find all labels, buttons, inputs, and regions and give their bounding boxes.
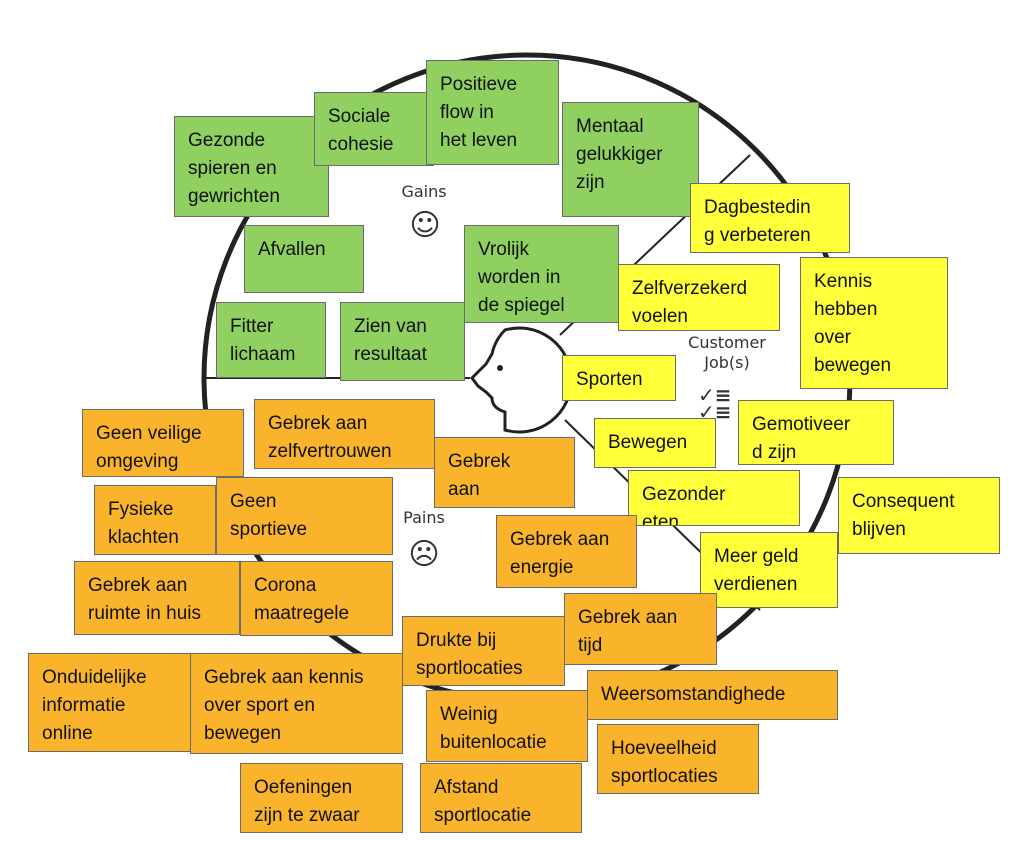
pain-note: Geen sportieve [216, 477, 393, 555]
customer-job-note: Dagbestedin g verbeteren [690, 183, 850, 253]
pain-note: Gebrek aan energie [496, 515, 637, 588]
gain-note: Mentaal gelukkiger zijn [562, 102, 699, 217]
customer-job-note: Meer geld verdienen [700, 532, 838, 608]
pain-note: Weersomstandighede [587, 670, 838, 720]
customer-job-note: Gezonder eten [628, 470, 800, 526]
customer-job-note: Zelfverzekerd voelen [618, 264, 780, 331]
pain-note: Oefeningen zijn te zwaar [240, 763, 403, 833]
gain-note: Vrolijk worden in de spiegel [464, 225, 619, 323]
customer-job-note: Consequent blijven [838, 477, 1000, 554]
customer-jobs-label: Customer Job(s) [688, 333, 766, 372]
gain-note: Sociale cohesie [314, 92, 434, 166]
checklist-icon: ✓≡✓≡ [698, 383, 732, 424]
gain-note: Gezonde spieren en gewrichten [174, 116, 329, 217]
gain-note: Fitter lichaam [216, 302, 326, 378]
pain-note: Afstand sportlocatie [420, 763, 582, 833]
pain-note: Onduidelijke informatie online [28, 653, 191, 752]
pain-note: Drukte bij sportlocaties [402, 616, 565, 686]
pain-note: Corona maatregele [240, 561, 393, 636]
pain-note: Fysieke klachten [94, 485, 216, 555]
gains-label: Gains [401, 182, 447, 201]
smile-icon: ☺ [409, 208, 441, 243]
customer-job-note: Kennis hebben over bewegen [800, 257, 948, 389]
customer-job-note: Sporten [562, 355, 676, 401]
pain-note: Geen veilige omgeving [82, 409, 244, 477]
customer-job-note: Gemotiveer d zijn [738, 400, 894, 465]
pains-label: Pains [403, 508, 445, 527]
gain-note: Zien van resultaat [340, 302, 465, 381]
customer-job-note: Bewegen [594, 418, 716, 468]
pain-note: Gebrek aan kennis over sport en bewegen [190, 653, 403, 754]
pain-note: Gebrek aan zelfvertrouwen [254, 399, 435, 469]
frown-icon: ☹ [408, 537, 440, 572]
pain-note: Weinig buitenlocatie [426, 690, 588, 762]
pain-note: Gebrek aan tijd [564, 593, 717, 665]
customer-face-icon [470, 326, 573, 434]
gain-note: Afvallen [244, 225, 364, 293]
gain-note: Positieve flow in het leven [426, 60, 559, 165]
pain-note: Gebrek aan ruimte in huis [74, 561, 240, 635]
pain-note: Hoeveelheid sportlocaties [597, 724, 759, 794]
pain-note: Gebrek aan [434, 437, 575, 508]
